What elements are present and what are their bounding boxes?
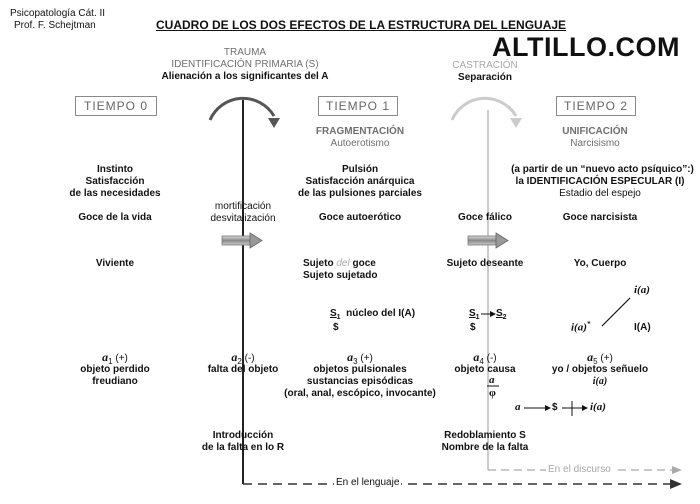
separacion-label: Separación	[458, 72, 512, 83]
sujeto-del-goce-label: Sujeto del goce	[303, 258, 376, 269]
falta-objeto-label: falta del objeto	[207, 364, 279, 375]
castracion-label: CASTRACIÓN	[452, 60, 518, 71]
satisfaccion-label: Satisfacción	[85, 176, 145, 187]
a2-symbol: a2 (-)	[231, 350, 255, 366]
a1-symbol: a1 (+)	[102, 350, 128, 366]
tiempo-2-box: TIEMPO 2	[556, 96, 636, 116]
s1-s2-label: S1	[469, 308, 480, 321]
big-i-a-label: I(A)	[634, 322, 651, 333]
objetos-senuelo-label: yo / objetos señuelo	[551, 364, 649, 375]
satisfaccion-anarquica-label: Satisfacción anárquica	[305, 176, 415, 187]
s1-nucleo-label: S1 núcleo del I(A)	[330, 308, 416, 321]
sujeto-deseante-label: Sujeto deseante	[446, 258, 524, 269]
goce-autoerotico-label: Goce autoerótico	[318, 212, 402, 223]
page-title: CUADRO DE LOS DOS EFECTOS DE LA ESTRUCTU…	[156, 18, 567, 32]
introduccion-label: Introducción	[212, 430, 274, 441]
alienacion-label: Alienación a los significantes del A	[161, 71, 329, 82]
fraction-a: a	[489, 374, 495, 386]
identificacion-especular-label: la IDENTIFICACIÓN ESPECULAR (I)	[515, 176, 685, 187]
a5-symbol: a5 (+)	[587, 350, 613, 366]
sustancias-episodicas-label: sustancias episódicas	[306, 376, 414, 387]
ia-under-label: i(a)	[592, 376, 608, 387]
autoerotismo-label: Autoerotismo	[330, 138, 390, 149]
a4-symbol: a4 (-)	[473, 350, 497, 366]
falta-real-label: de la falta en lo R	[201, 442, 285, 453]
mortificacion-label: mortificación	[214, 201, 272, 212]
identificacion-primaria-label: IDENTIFICACIÓN PRIMARIA (S)	[171, 59, 319, 70]
objeto-causa-label: objeto causa	[454, 364, 516, 375]
ia-diagonal-line	[601, 297, 631, 327]
freudiano-label: freudiano	[92, 376, 138, 387]
matheme-a: a	[515, 401, 521, 413]
desvitalizacion-label: desvitalización	[210, 213, 276, 224]
tiempo-0-box: TIEMPO 0	[75, 96, 157, 116]
objetos-pulsionales-label: objetos pulsionales	[313, 364, 407, 375]
fraction-phi: φ	[489, 387, 496, 399]
tiempo-1-box: TIEMPO 1	[318, 96, 398, 116]
matheme-ia: i(a)	[590, 401, 606, 413]
estadio-espejo-label: Estadio del espejo	[559, 188, 641, 199]
redoblamiento-label: Redoblamiento S	[444, 430, 526, 441]
barred-s-label: $	[333, 322, 339, 333]
goce-falico-label: Goce fálico	[458, 212, 512, 223]
necesidades-label: de las necesidades	[69, 188, 161, 199]
pulsiones-parciales-label: de las pulsiones parciales	[298, 188, 422, 199]
course-label: Psicopatología Cát. II	[10, 8, 106, 19]
ia-top-label: i(a)	[634, 284, 650, 296]
fragmentacion-label: FRAGMENTACIÓN	[315, 126, 405, 137]
objeto-perdido-label: objeto perdido	[80, 364, 150, 375]
trauma-arc-arrow	[208, 96, 276, 121]
trauma-label: TRAUMA	[223, 47, 267, 58]
nuevo-acto-label: (a partir de un “nuevo acto psíquico”:)	[511, 164, 694, 175]
goce-vida-label: Goce de la vida	[78, 212, 152, 223]
a3-symbol: a3 (+)	[347, 350, 373, 366]
instinto-label: Instinto	[96, 164, 134, 175]
narcisismo-label: Narcisismo	[570, 138, 620, 149]
lenguaje-label: En el lenguaje	[334, 477, 402, 488]
castracion-arc-arrow	[450, 96, 518, 121]
goce-narcisista-label: Goce narcisista	[562, 212, 638, 223]
professor-label: Prof. F. Schejtman	[14, 20, 96, 31]
unificacion-label: UNIFICACIÓN	[562, 126, 628, 137]
viviente-label: Viviente	[95, 258, 135, 269]
nombre-falta-label: Nombre de la falta	[441, 442, 529, 453]
matheme-s: $	[552, 402, 558, 413]
sujeto-sujetado-label: Sujeto sujetado	[303, 270, 378, 281]
barred-s-mid-label: $	[470, 322, 476, 333]
yo-cuerpo-label: Yo, Cuerpo	[573, 258, 627, 269]
watermark: ALTILLO.COM	[492, 32, 680, 62]
s2-label: S2	[496, 308, 507, 321]
block-arrow-left	[221, 232, 263, 249]
ia-left-label: i(a)*	[571, 320, 591, 334]
pulsion-label: Pulsión	[341, 164, 379, 175]
oral-anal-label: (oral, anal, escópico, invocante)	[284, 388, 436, 399]
block-arrow-right	[467, 232, 509, 249]
discurso-label: En el discurso	[546, 464, 613, 475]
